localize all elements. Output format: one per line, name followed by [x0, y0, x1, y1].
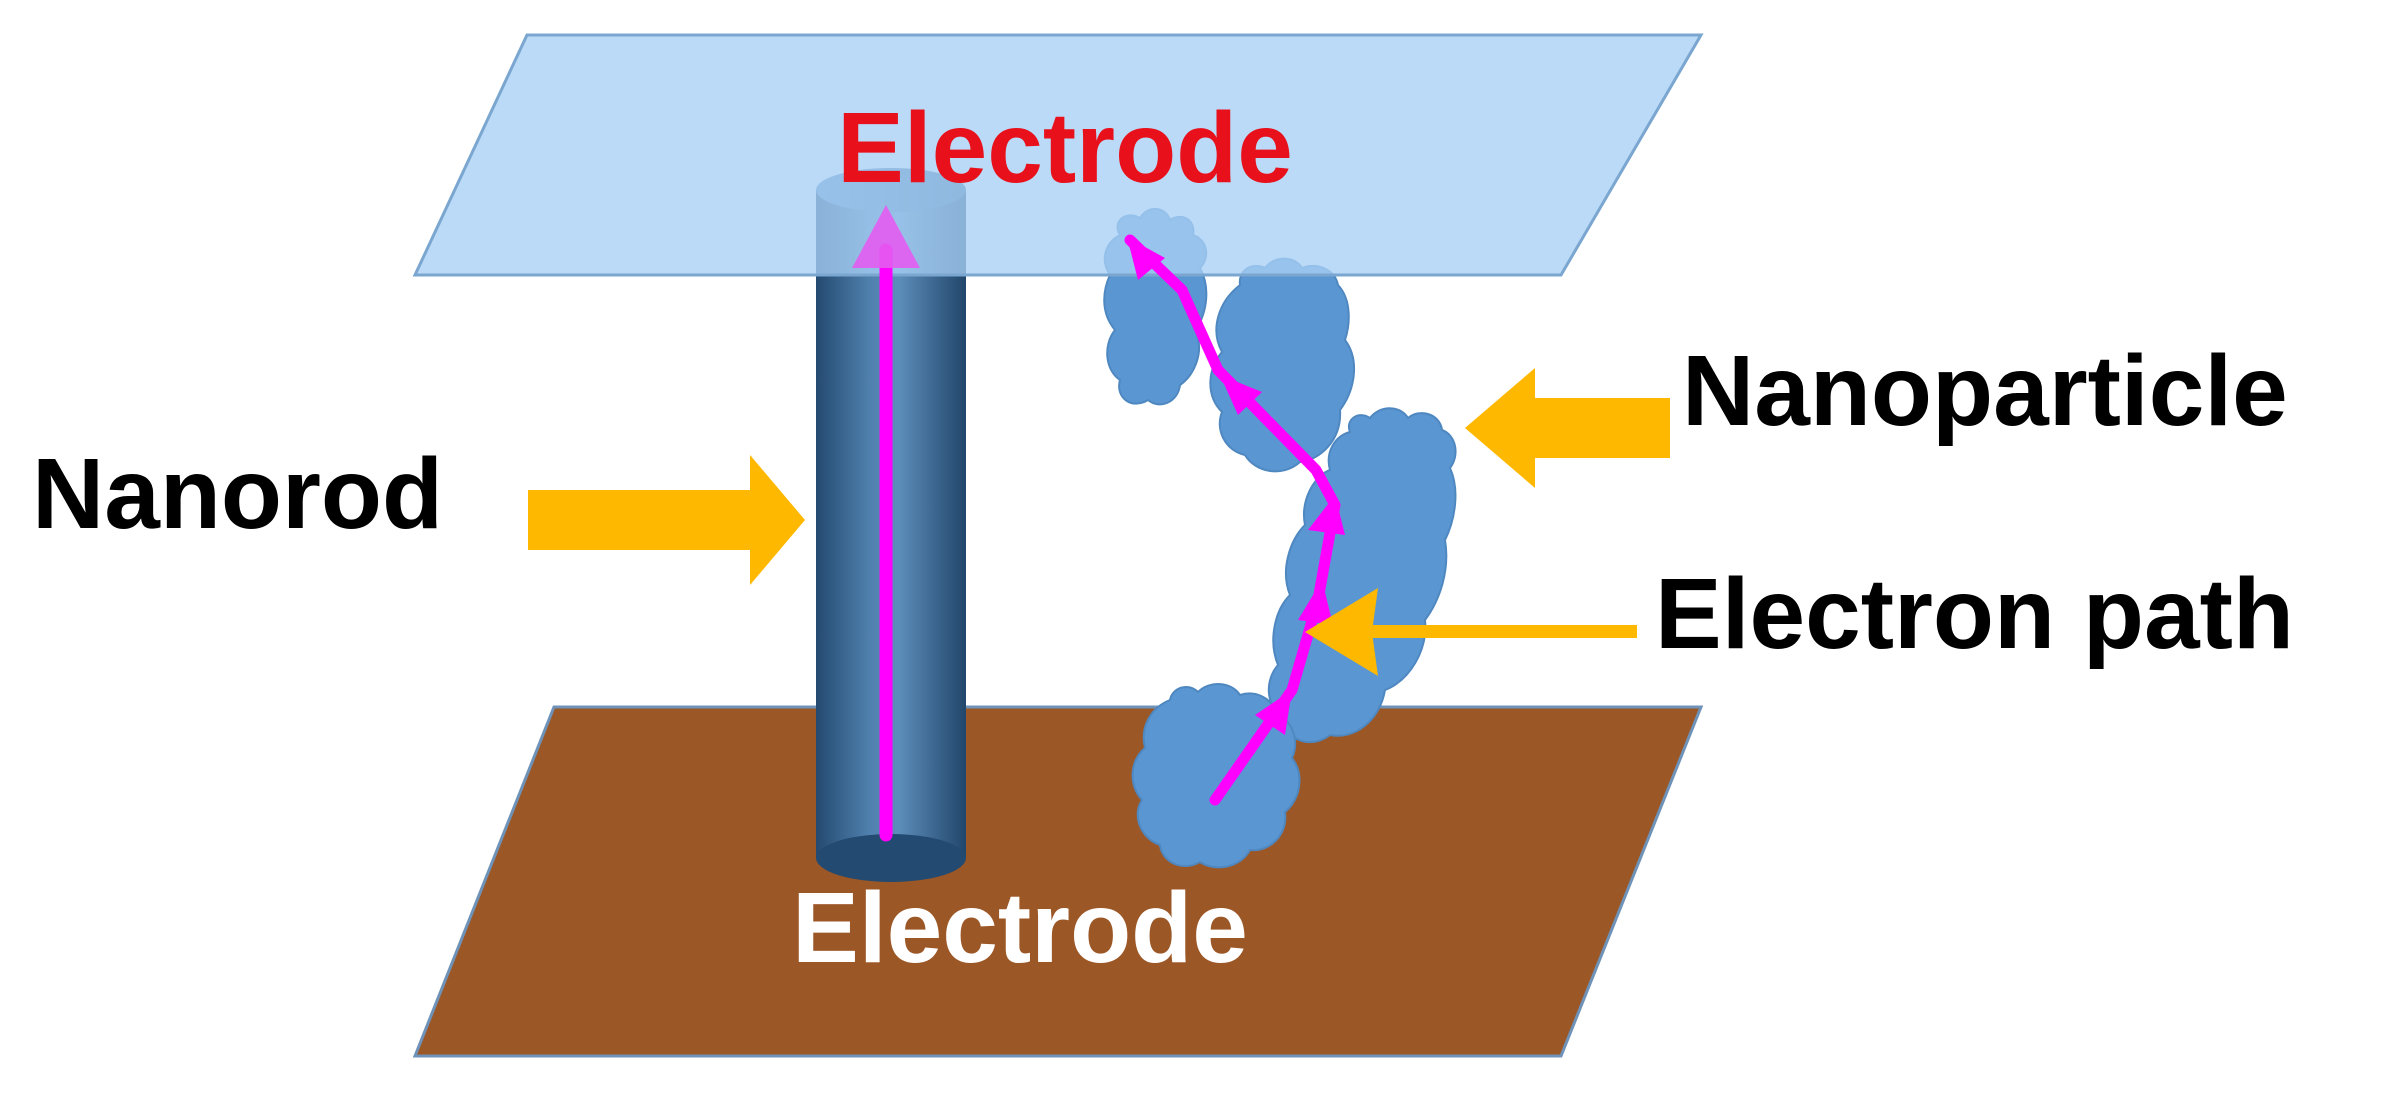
nanoparticle-electron-arrowheads	[1127, 237, 1345, 735]
nanoparticle-electron-path	[1124, 234, 1341, 806]
electron-arrowhead-2	[1298, 580, 1333, 625]
electron-arrowhead-3	[1308, 495, 1345, 535]
electron-arrowhead-5	[1127, 237, 1165, 280]
bottom-electrode-label: Electrode	[792, 872, 1248, 984]
top-electrode-plate	[412, 33, 1704, 277]
electron-arrowhead-4	[1220, 375, 1262, 415]
nanoparticle-3	[1267, 407, 1457, 744]
nanoparticle-pointer-arrow	[1465, 368, 1670, 488]
nanorod-pointer-arrow	[528, 455, 805, 585]
electron-path-pointer-shaft	[1372, 625, 1637, 638]
nanorod-label: Nanorod	[32, 438, 443, 550]
electron-path-pointer-arrow	[1305, 588, 1637, 676]
nanoparticle-electron-path-line	[1124, 234, 1341, 806]
nanorod-electron-path-arrowhead	[852, 205, 920, 268]
electron-path-label: Electron path	[1655, 558, 2294, 670]
electron-path-pointer-head	[1305, 588, 1378, 676]
nanorod-electron-path	[852, 205, 920, 842]
nanoparticle-label: Nanoparticle	[1682, 335, 2288, 447]
top-electrode-label: Electrode	[837, 92, 1293, 204]
electron-arrowhead-1	[1255, 690, 1292, 735]
nanorod-base	[816, 834, 966, 882]
